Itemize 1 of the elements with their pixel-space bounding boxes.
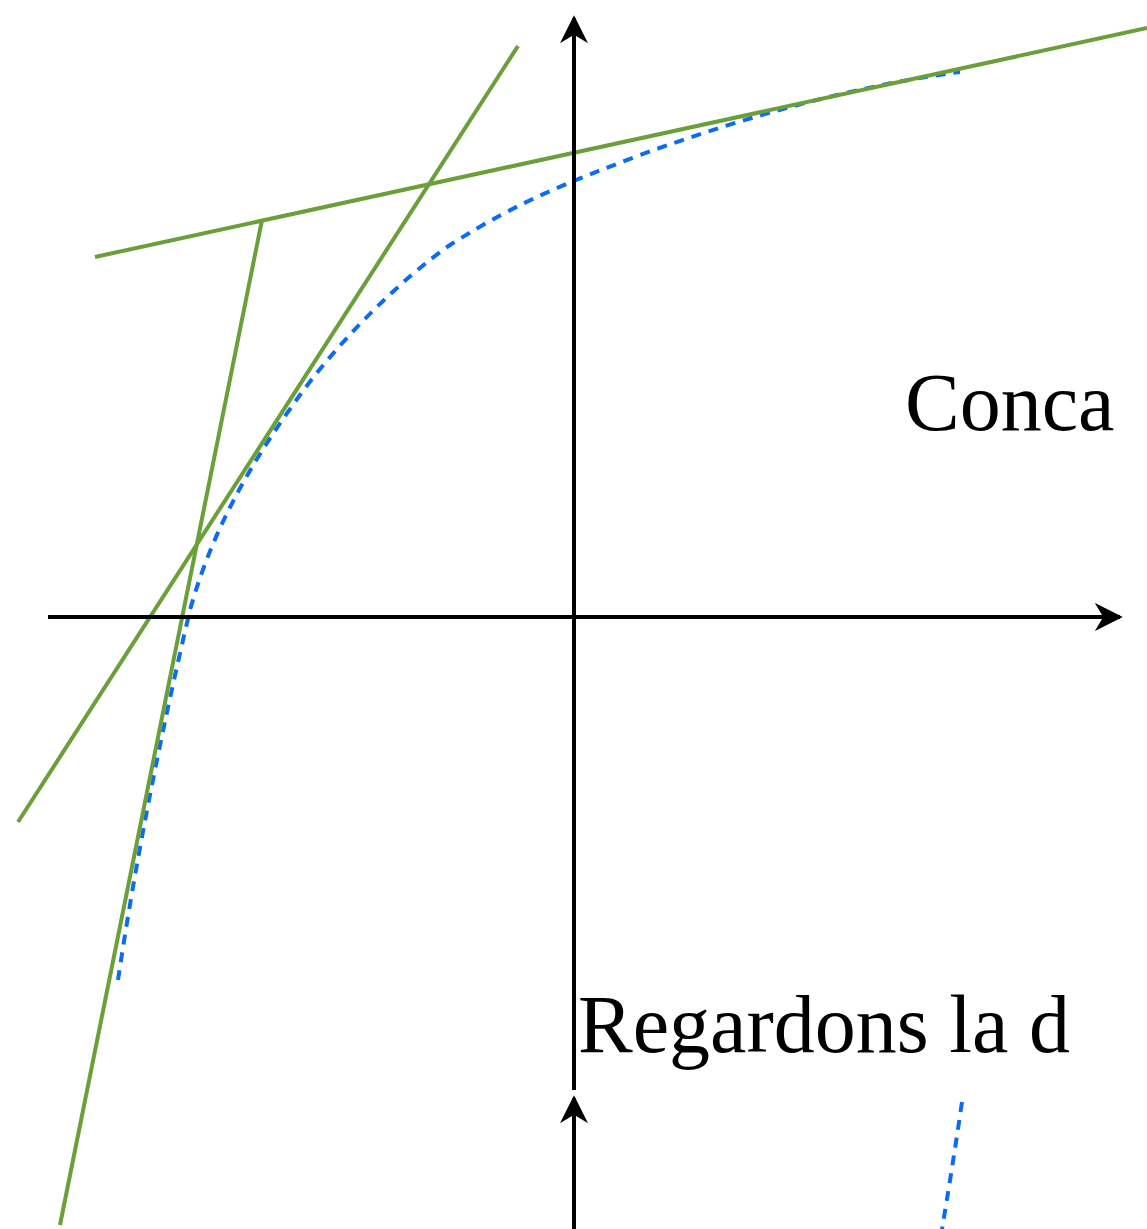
- plot-label: Conca: [905, 362, 1115, 444]
